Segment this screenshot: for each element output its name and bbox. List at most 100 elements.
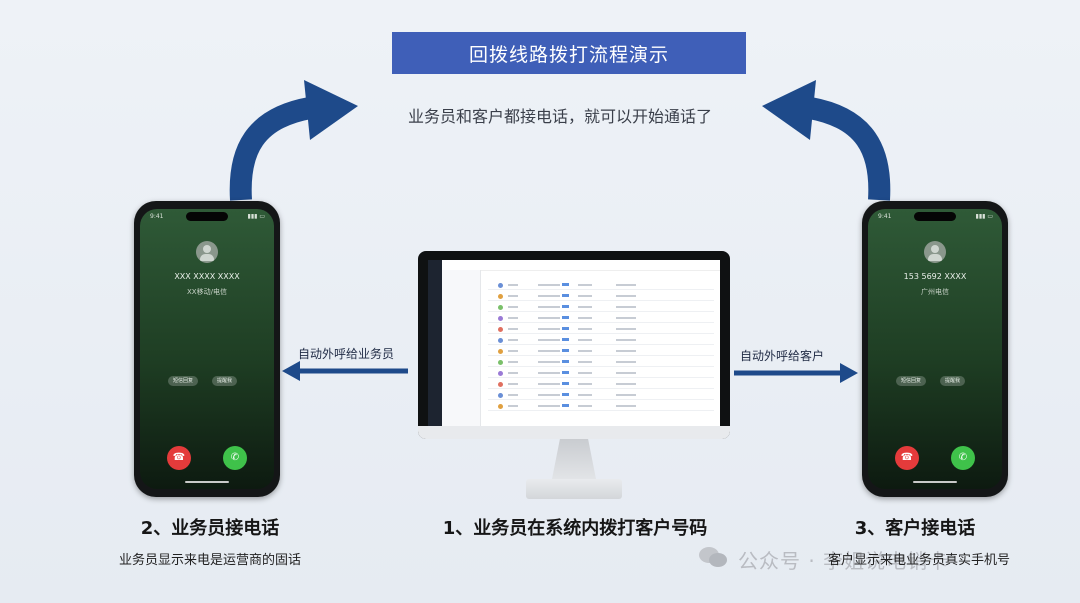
customer-phone-screen: 9:41 ▮▮▮ ▭ 153 5692 XXXX 广州电信 短信回复 提醒我 ☎… — [868, 209, 1002, 489]
caller-avatar-icon — [196, 241, 218, 263]
customer-avatar-icon — [498, 393, 503, 398]
table-cell — [508, 361, 518, 363]
call-tag[interactable] — [562, 283, 569, 286]
table-cell — [508, 394, 518, 396]
customer-avatar-icon — [498, 327, 503, 332]
table-cell — [538, 306, 560, 308]
remind-me-button[interactable]: 提醒我 — [940, 376, 966, 386]
status-time: 9:41 — [150, 213, 164, 220]
decline-call-button[interactable]: ☎ — [895, 446, 919, 470]
curved-arrow-right-head — [762, 80, 816, 140]
call-tag[interactable] — [562, 294, 569, 297]
table-row[interactable] — [488, 410, 714, 411]
computer-monitor — [418, 251, 730, 439]
table-cell — [578, 317, 592, 319]
call-tag[interactable] — [562, 382, 569, 385]
table-cell — [538, 317, 560, 319]
step-2-desc: 业务员显示来电是运营商的固话 — [118, 553, 301, 568]
customer-avatar-icon — [498, 305, 503, 310]
table-cell — [578, 361, 592, 363]
step-3-desc: 客户显示来电业务员真实手机号 — [828, 553, 1011, 568]
customer-avatar-icon — [498, 349, 503, 354]
status-time: 9:41 — [878, 213, 892, 220]
table-row[interactable] — [488, 344, 714, 345]
caller-number: XXX XXXX XXXX — [174, 272, 240, 281]
table-cell — [508, 339, 518, 341]
crm-system-screen — [428, 260, 720, 426]
call-tag[interactable] — [562, 371, 569, 374]
phone-notch — [186, 212, 228, 221]
table-cell — [508, 383, 518, 385]
diagram-subtitle: 业务员和客户都接电话，就可以开始通话了 — [407, 107, 712, 126]
table-row[interactable] — [488, 388, 714, 389]
table-row[interactable] — [488, 333, 714, 334]
right-arrow-label: 自动外呼给客户 — [740, 349, 825, 363]
call-tag[interactable] — [562, 316, 569, 319]
table-cell — [578, 372, 592, 374]
table-cell — [616, 284, 636, 286]
table-row[interactable] — [488, 289, 714, 290]
table-cell — [578, 350, 592, 352]
call-tag[interactable] — [562, 338, 569, 341]
status-signal-icon: ▮▮▮ ▭ — [975, 213, 993, 220]
call-tag[interactable] — [562, 360, 569, 363]
table-row[interactable] — [488, 300, 714, 301]
customer-avatar-icon — [498, 382, 503, 387]
table-cell — [616, 405, 636, 407]
table-row[interactable] — [488, 377, 714, 378]
wechat-icon — [699, 547, 727, 567]
table-cell — [578, 284, 592, 286]
table-cell — [578, 394, 592, 396]
call-tag[interactable] — [562, 327, 569, 330]
table-cell — [616, 394, 636, 396]
phone-notch — [914, 212, 956, 221]
watermark-text: 公众号 · 李姐说电销卡 — [738, 549, 950, 573]
step-3-label: 3、客户接电话 — [854, 518, 976, 539]
table-row[interactable] — [488, 322, 714, 323]
table-row[interactable] — [488, 311, 714, 312]
phone-icon: ✆ — [230, 452, 240, 463]
message-reply-button[interactable]: 短信回复 — [896, 376, 927, 386]
call-tag[interactable] — [562, 404, 569, 407]
caller-number: 153 5692 XXXX — [903, 272, 967, 281]
monitor-stand-base — [526, 479, 622, 499]
table-cell — [616, 350, 636, 352]
accept-call-button[interactable]: ✆ — [951, 446, 975, 470]
table-cell — [538, 361, 560, 363]
caller-carrier: 广州电信 — [921, 288, 949, 296]
table-row[interactable] — [488, 399, 714, 400]
table-cell — [538, 284, 560, 286]
phone-icon: ✆ — [958, 452, 968, 463]
table-row[interactable] — [488, 355, 714, 356]
crm-sidebar — [428, 260, 442, 426]
customer-avatar-icon — [498, 283, 503, 288]
table-cell — [508, 405, 518, 407]
straight-arrow-left-head — [282, 361, 300, 381]
table-cell — [616, 383, 636, 385]
call-tag[interactable] — [562, 349, 569, 352]
diagram-title: 回拨线路拨打流程演示 — [392, 32, 746, 74]
caller-avatar-icon — [924, 241, 946, 263]
table-cell — [578, 306, 592, 308]
table-cell — [538, 394, 560, 396]
monitor-stand-neck — [552, 439, 596, 479]
table-cell — [538, 383, 560, 385]
message-reply-button[interactable]: 短信回复 — [168, 376, 199, 386]
phone-down-icon: ☎ — [900, 452, 914, 463]
customer-avatar-icon — [498, 404, 503, 409]
table-row[interactable] — [488, 366, 714, 367]
table-cell — [578, 405, 592, 407]
call-tag[interactable] — [562, 393, 569, 396]
table-cell — [508, 306, 518, 308]
customer-avatar-icon — [498, 338, 503, 343]
table-cell — [508, 284, 518, 286]
remind-me-button[interactable]: 提醒我 — [212, 376, 238, 386]
phone-down-icon: ☎ — [172, 452, 186, 463]
table-cell — [616, 317, 636, 319]
call-tag[interactable] — [562, 305, 569, 308]
decline-call-button[interactable]: ☎ — [167, 446, 191, 470]
accept-call-button[interactable]: ✆ — [223, 446, 247, 470]
customer-avatar-icon — [498, 316, 503, 321]
table-cell — [508, 328, 518, 330]
